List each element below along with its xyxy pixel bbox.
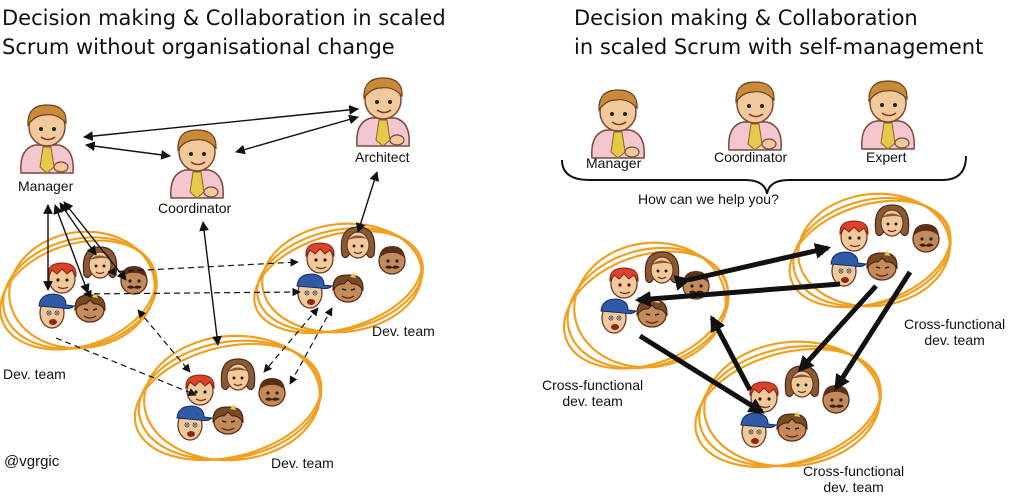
right-team-3-line-2: dev. team bbox=[823, 479, 884, 495]
left-title-line-1: Decision making & Collaboration in scale… bbox=[2, 6, 446, 30]
left-coordinator-avatar bbox=[170, 129, 224, 199]
right-team-1-line-1: Cross-functional bbox=[542, 377, 644, 393]
right-expert-avatar bbox=[861, 80, 915, 150]
right-team-label-3: Cross-functional dev. team bbox=[803, 463, 904, 495]
left-architect-avatar bbox=[356, 77, 410, 147]
right-coordinator-label: Coordinator bbox=[714, 149, 788, 165]
help-brace bbox=[561, 155, 967, 195]
left-coordinator-label: Coordinator bbox=[158, 200, 232, 216]
right-team-1-line-2: dev. team bbox=[562, 393, 623, 409]
left-team-arrows bbox=[55, 258, 333, 397]
left-manager-label: Manager bbox=[18, 178, 74, 194]
right-coordinator-avatar bbox=[728, 81, 782, 151]
right-manager-label: Manager bbox=[586, 155, 642, 171]
left-team-label-2: Dev. team bbox=[372, 323, 435, 339]
right-manager-avatar bbox=[591, 89, 645, 159]
right-team-2-line-1: Cross-functional bbox=[904, 316, 1006, 332]
left-title-line-2: Scrum without organisational change bbox=[2, 35, 395, 59]
left-team-3-members bbox=[177, 359, 285, 440]
right-team-arrows bbox=[634, 243, 913, 415]
right-team-3-line-1: Cross-functional bbox=[803, 463, 905, 479]
right-title: Decision making & Collaboration in scale… bbox=[574, 4, 983, 62]
left-team-label-3: Dev. team bbox=[271, 455, 334, 471]
left-diagram bbox=[0, 77, 424, 462]
credit-handle: @vgrgic bbox=[4, 453, 60, 470]
left-team-1-members bbox=[39, 247, 147, 328]
left-architect-label: Architect bbox=[355, 149, 410, 165]
right-title-line-2: in scaled Scrum with self-management bbox=[574, 35, 984, 59]
left-title: Decision making & Collaboration in scale… bbox=[2, 4, 446, 62]
right-expert-label: Expert bbox=[866, 149, 907, 165]
left-role-arrows bbox=[43, 105, 380, 346]
left-manager-avatar bbox=[20, 104, 74, 174]
right-team-label-1: Cross-functional dev. team bbox=[542, 377, 643, 409]
right-team-ellipse-3 bbox=[694, 340, 882, 469]
right-diagram bbox=[561, 80, 967, 469]
right-team-2-line-2: dev. team bbox=[924, 332, 985, 348]
left-team-2-members bbox=[297, 227, 405, 308]
right-team-label-2: Cross-functional dev. team bbox=[904, 316, 1005, 348]
left-team-label-1: Dev. team bbox=[3, 366, 66, 382]
right-title-line-1: Decision making & Collaboration bbox=[574, 6, 918, 30]
brace-caption: How can we help you? bbox=[638, 191, 779, 207]
right-team-2-members bbox=[831, 205, 939, 286]
